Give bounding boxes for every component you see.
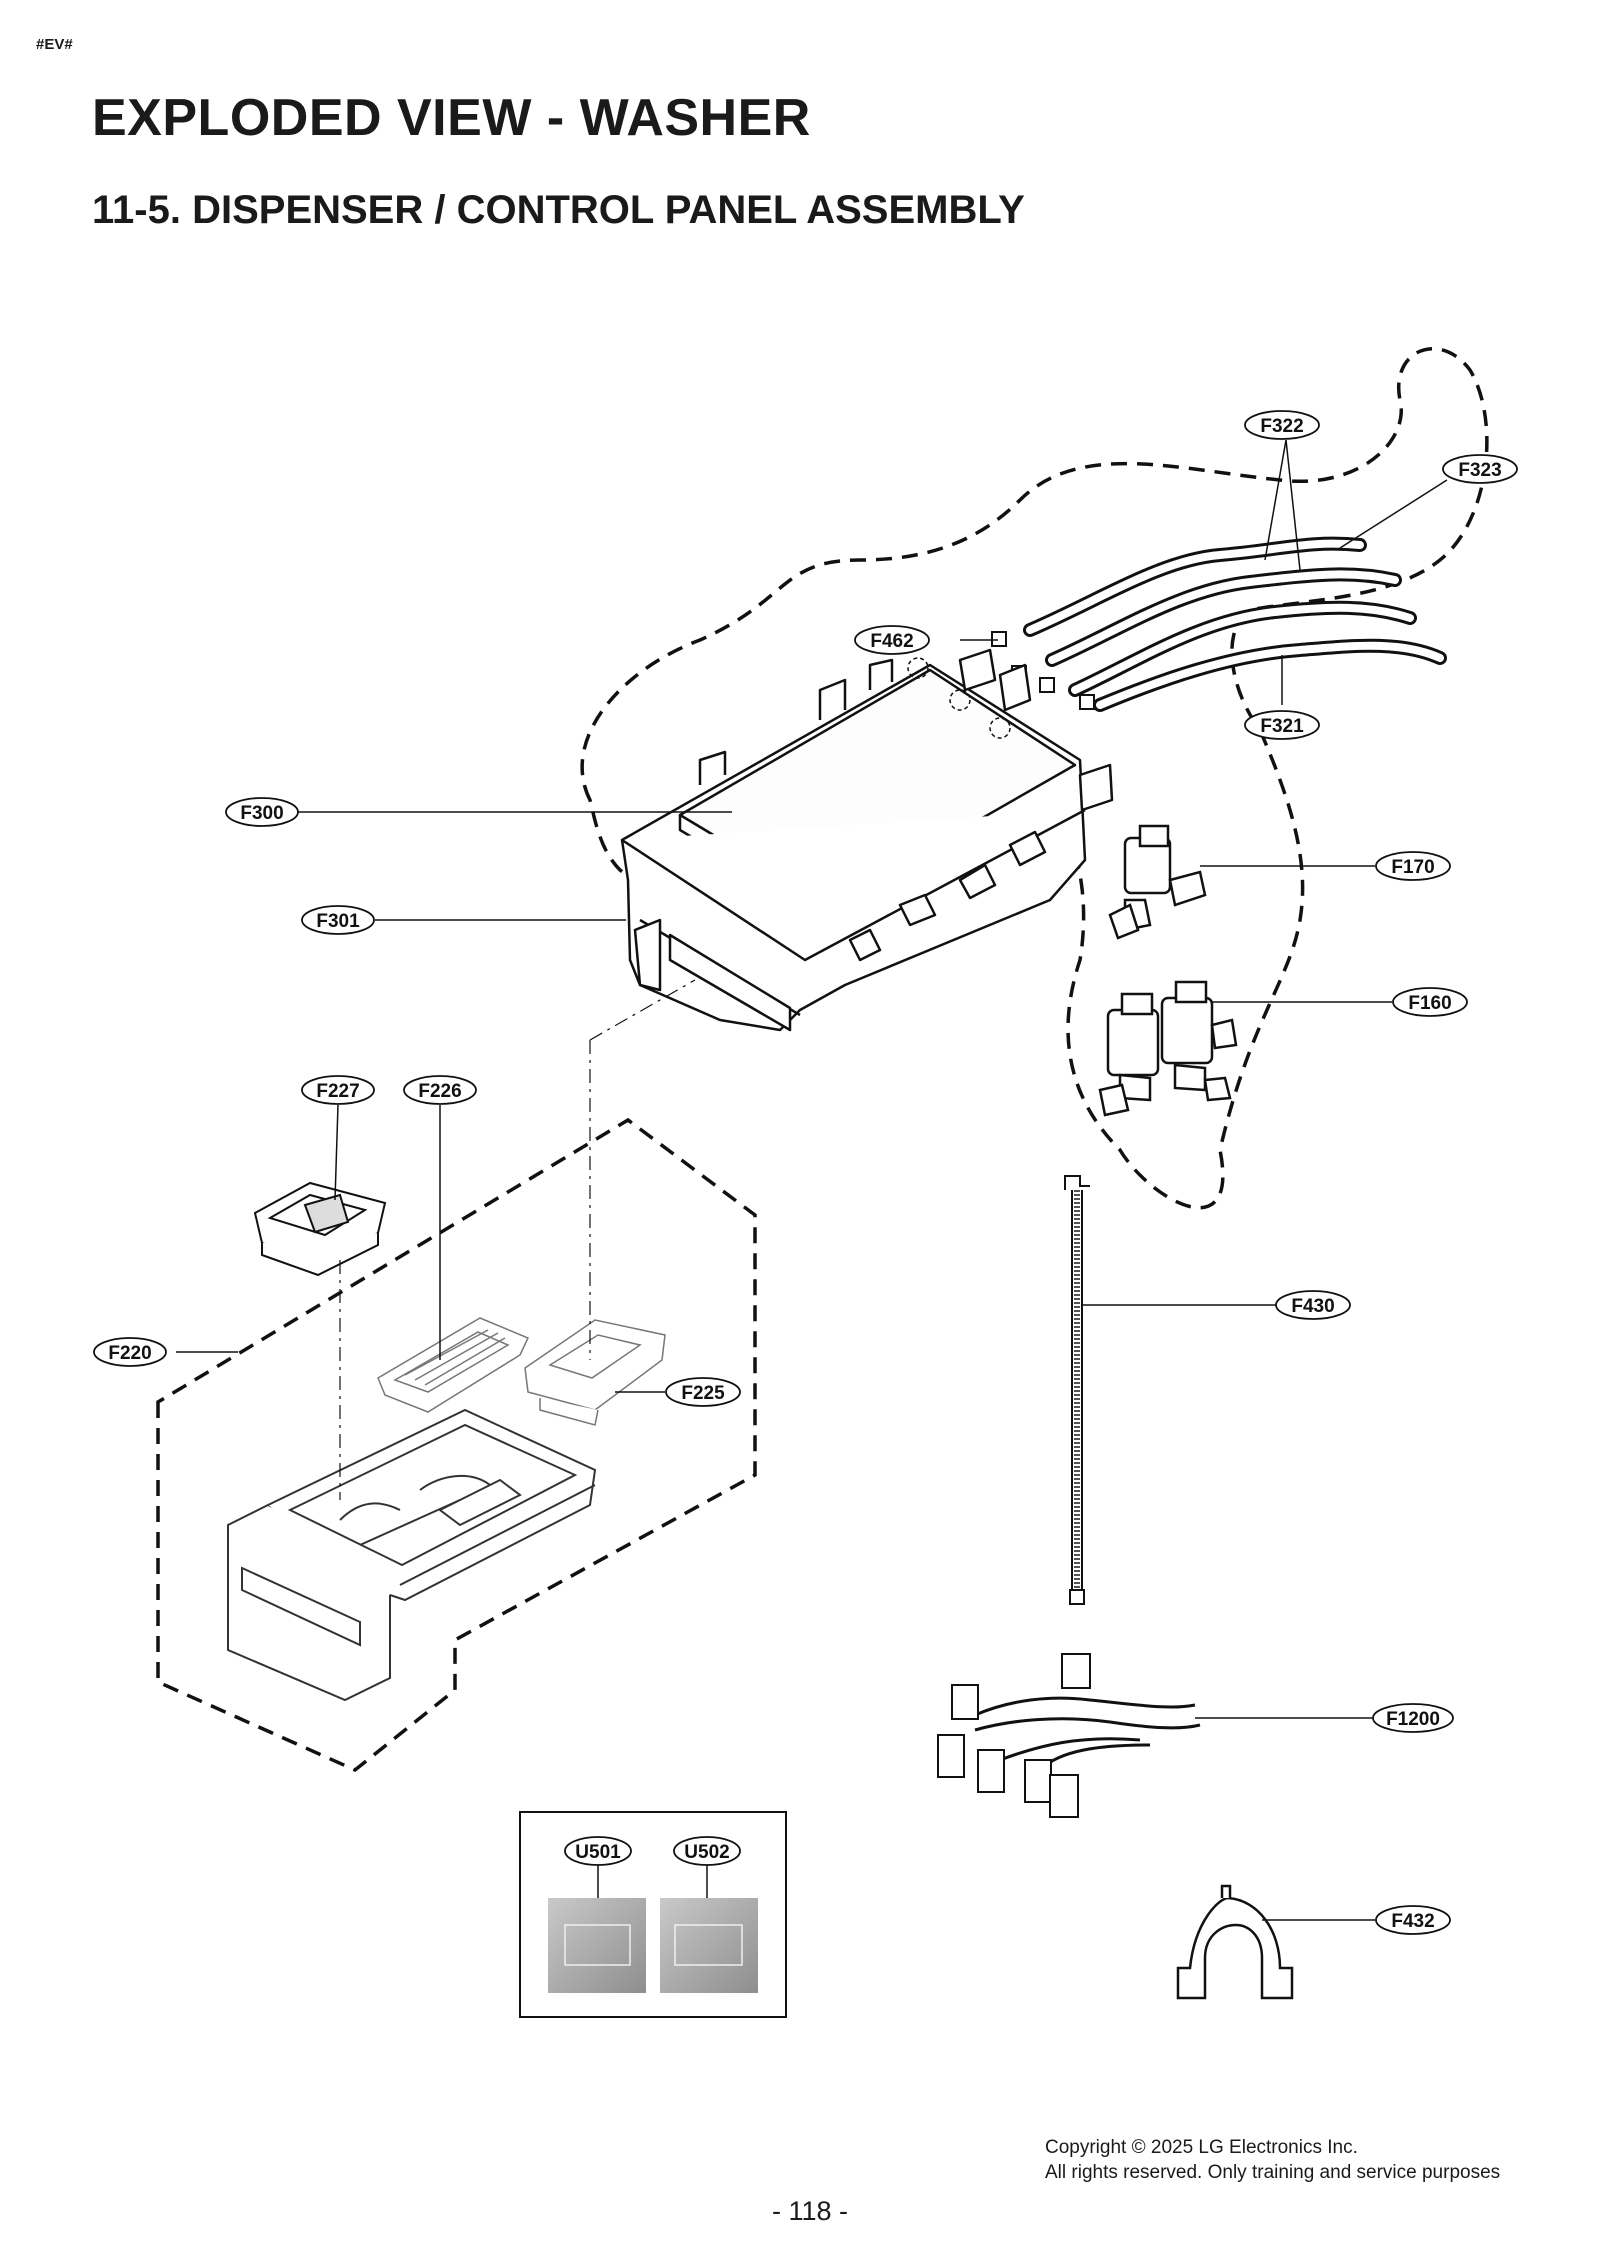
double-inlet-valve (1098, 980, 1238, 1117)
callout-label-F462: F462 (870, 631, 913, 652)
page-title: EXPLODED VIEW - WASHER (92, 89, 811, 147)
callout-label-F170: F170 (1391, 857, 1434, 878)
callout-label-F220: F220 (108, 1343, 151, 1364)
callout-F225: F225 (665, 1377, 741, 1407)
callout-label-F227: F227 (316, 1081, 359, 1102)
softener-cup (253, 1181, 387, 1277)
packaging-box-images (548, 1898, 758, 1993)
callout-label-F226: F226 (418, 1081, 461, 1102)
callout-label-F301: F301 (316, 911, 360, 932)
callout-F227: F227 (301, 1075, 375, 1105)
dispenser-housing-group-outline (580, 347, 1489, 1210)
callout-label-F160: F160 (1408, 993, 1451, 1014)
assembly-guide-lines (339, 979, 696, 1500)
housing-small-circles (907, 657, 1011, 739)
wire-harness (937, 1653, 1201, 1818)
inlet-hoses (1023, 536, 1447, 712)
page-number: - 118 - (771, 2196, 849, 2226)
leader-lines (176, 439, 1448, 1921)
callout-F300: F300 (225, 797, 299, 827)
callout-F323: F323 (1442, 454, 1518, 484)
callout-F321: F321 (1244, 710, 1320, 740)
drawer-body (227, 1408, 597, 1702)
callout-label-F1200: F1200 (1386, 1709, 1440, 1730)
liquid-cup (524, 1319, 666, 1426)
callout-U502: U502 (673, 1836, 741, 1866)
callout-label-U501: U501 (575, 1842, 621, 1863)
callout-F160: F160 (1392, 987, 1468, 1017)
detergent-cover (377, 1317, 530, 1413)
callout-label-F225: F225 (681, 1383, 725, 1404)
callout-label-U502: U502 (684, 1842, 729, 1863)
packaging-box-frame (519, 1811, 787, 2018)
callout-label-F430: F430 (1291, 1296, 1334, 1317)
callout-label-F432: F432 (1391, 1911, 1434, 1932)
callout-F322: F322 (1244, 410, 1320, 440)
single-inlet-valve (1108, 824, 1207, 940)
dispenser-housing (620, 648, 1114, 1032)
copyright-line-1: Copyright © 2025 LG Electronics Inc. (1045, 2137, 1358, 2158)
callout-label-F322: F322 (1260, 416, 1303, 437)
callout-F170: F170 (1375, 851, 1451, 881)
callout-F432: F432 (1375, 1905, 1451, 1935)
document-tag: #EV# (36, 36, 73, 53)
callout-F430: F430 (1275, 1290, 1351, 1320)
callout-F301: F301 (301, 905, 375, 935)
callout-F1200: F1200 (1372, 1703, 1454, 1733)
callout-F226: F226 (403, 1075, 477, 1105)
callout-label-F321: F321 (1260, 716, 1304, 737)
callout-label-F300: F300 (240, 803, 283, 824)
copyright-notice: Copyright © 2025 LG Electronics Inc. All… (1045, 2135, 1500, 2185)
callout-F462: F462 (854, 625, 930, 655)
copyright-line-2: All rights reserved. Only training and s… (1045, 2162, 1501, 2183)
callout-F220: F220 (93, 1337, 167, 1367)
section-title: 11-5. DISPENSER / CONTROL PANEL ASSEMBLY (92, 188, 1025, 232)
hose-bracket (1176, 1884, 1294, 2000)
callout-U501: U501 (564, 1836, 632, 1866)
drain-hose (1064, 1175, 1090, 1605)
drawer-group-outline (156, 1117, 757, 1773)
callout-label-F323: F323 (1458, 460, 1501, 481)
